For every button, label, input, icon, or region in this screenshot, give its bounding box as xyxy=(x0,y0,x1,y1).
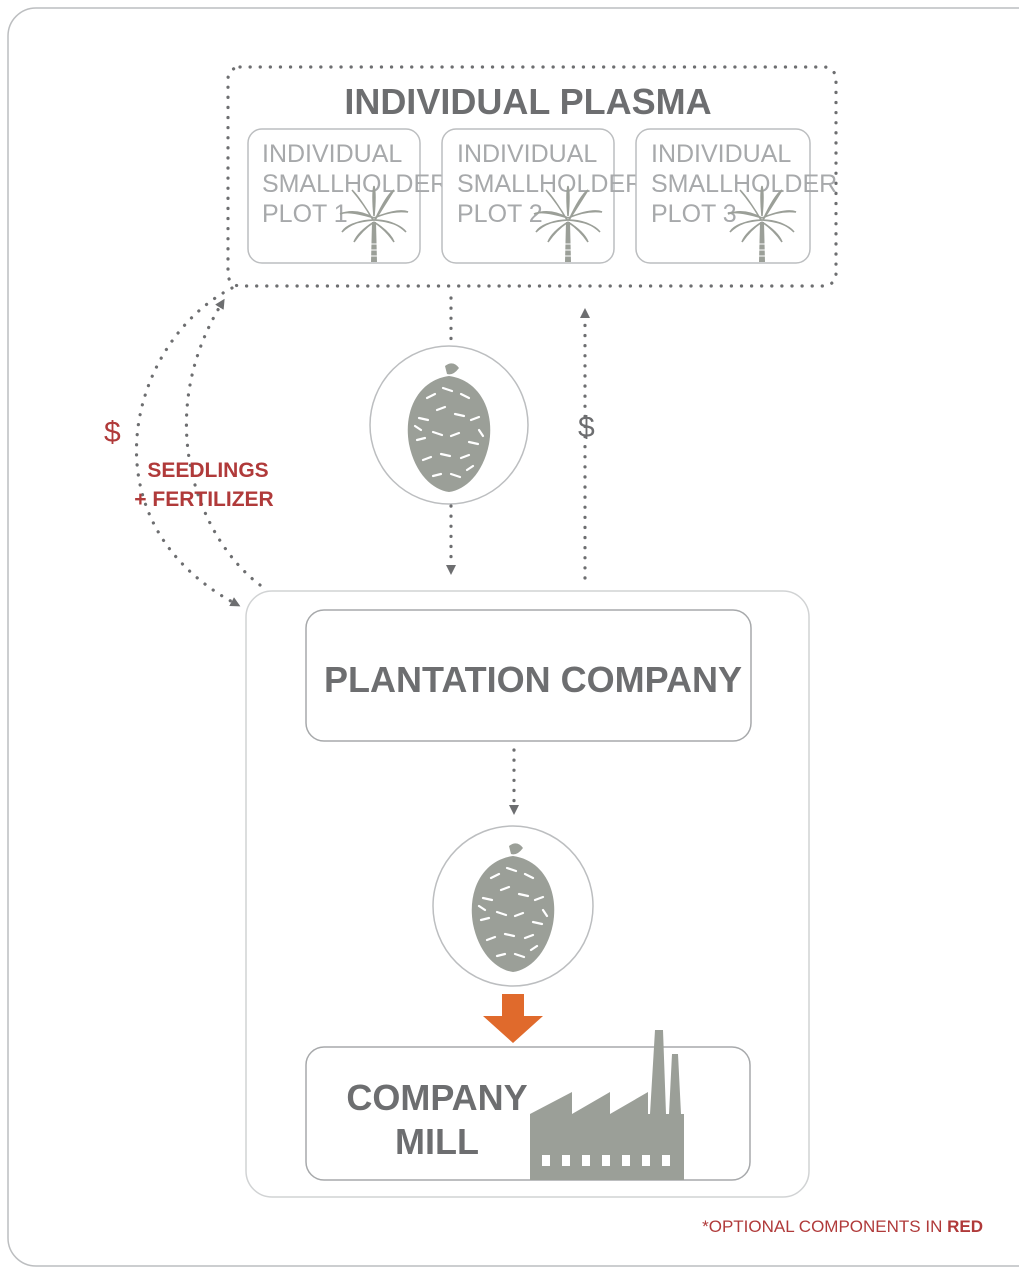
plot-2-line2: SMALLHOLDER xyxy=(457,170,643,198)
plot-card-3: INDIVIDUAL SMALLHOLDER PLOT 3 xyxy=(635,128,837,264)
note-emphasis: RED xyxy=(947,1217,983,1236)
note-prefix: *OPTIONAL COMPONENTS IN xyxy=(702,1217,947,1236)
plot-1-line1: INDIVIDUAL xyxy=(262,140,402,168)
outer-frame xyxy=(7,7,1019,1267)
plot-3-line2: SMALLHOLDER xyxy=(651,170,837,198)
plot-card-2: INDIVIDUAL SMALLHOLDER PLOT 2 xyxy=(441,128,643,264)
plot-3-line3: PLOT 3 xyxy=(651,200,737,228)
plot-2-line1: INDIVIDUAL xyxy=(457,140,597,168)
seedlings-label-line1: SEEDLINGS xyxy=(147,459,268,482)
plot-2-line3: PLOT 2 xyxy=(457,200,543,228)
plot-3-line1: INDIVIDUAL xyxy=(651,140,791,168)
seedlings-flow-to-plasma xyxy=(184,298,262,587)
plasma-container xyxy=(226,65,838,288)
seedlings-label-line2: + FERTILIZER xyxy=(134,488,273,511)
plantation-company-title: PLANTATION COMPANY xyxy=(324,659,742,700)
dollar-flow-to-company xyxy=(134,286,241,607)
plot-card-1: INDIVIDUAL SMALLHOLDER PLOT 1 xyxy=(247,128,448,264)
left-dollar-label: $ xyxy=(104,416,121,449)
orange-arrow-icon xyxy=(483,994,543,1043)
plot-1-line3: PLOT 1 xyxy=(262,200,348,228)
optional-components-note: *OPTIONAL COMPONENTS IN RED xyxy=(702,1217,983,1236)
right-dollar-label: $ xyxy=(578,411,595,444)
plasma-title: INDIVIDUAL PLASMA xyxy=(344,81,711,122)
factory-icon xyxy=(530,1030,684,1180)
plantation-company-box xyxy=(305,609,752,742)
company-container xyxy=(245,590,810,1198)
mill-title-line1: COMPANY xyxy=(346,1077,527,1118)
mill-title-line2: MILL xyxy=(395,1121,479,1162)
